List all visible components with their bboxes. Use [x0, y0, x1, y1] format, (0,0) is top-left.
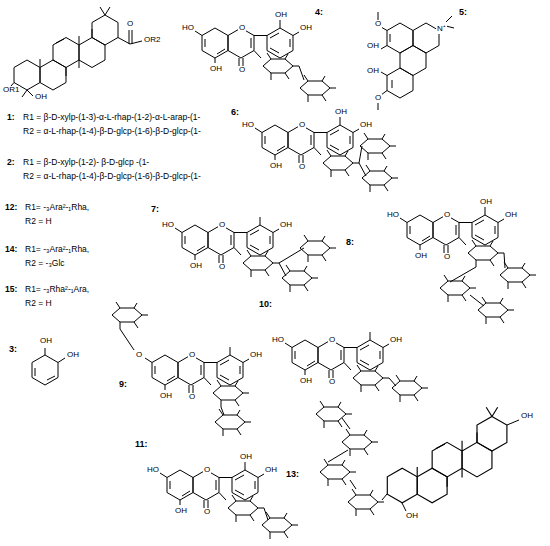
atom-label: O: [218, 221, 226, 230]
atom-label: HO: [181, 24, 195, 33]
compound-number: 15:: [4, 285, 18, 294]
compound-number: 6:: [230, 108, 240, 118]
compound-number: 10:: [258, 300, 273, 310]
atom-label: O: [374, 94, 382, 103]
atom-label: OH: [189, 262, 203, 271]
substituent-text: R1= -₃Rha²-₁Ara,: [24, 285, 90, 294]
atom-label: O: [443, 253, 451, 262]
atom-label: O: [328, 378, 336, 387]
atom-label: OH: [209, 65, 223, 74]
atom-label: OH: [334, 108, 348, 117]
compound-number: 4:: [314, 8, 324, 18]
compound-number: 1:: [6, 113, 16, 122]
atom-label: O: [218, 263, 226, 272]
atom-label: OH: [269, 162, 283, 171]
atom-label: HO: [146, 466, 160, 475]
substituent-text: R1= -₃Ara²-₁Rha,: [24, 203, 90, 212]
compound-number: 2:: [6, 158, 16, 167]
atom-label: O: [135, 351, 143, 360]
atom-label: O: [203, 466, 211, 475]
atom-label: OH: [359, 121, 373, 130]
atom-label: OH: [274, 11, 288, 20]
atom-label: OH: [174, 507, 188, 516]
atom-label: OR1: [2, 86, 20, 95]
substituent-text: R1 = β-D-xylp-(1-3)-α-L-rhap-(1-2)-α-L-a…: [22, 113, 201, 122]
compound-number: 11:: [134, 440, 149, 450]
atom-label: OH: [239, 453, 253, 462]
atom-label: N⁺: [436, 25, 447, 34]
atom-label: OH: [366, 67, 380, 76]
atom-label: OH: [39, 337, 53, 346]
atom-label: O: [188, 393, 196, 402]
atom-label: O: [298, 121, 306, 130]
compound-number: 7:: [150, 205, 160, 215]
atom-label: O: [126, 20, 134, 29]
atom-label: OR2: [143, 36, 161, 45]
atom-label: O: [298, 163, 306, 172]
compound-number: 3:: [8, 345, 18, 355]
atom-label: OH: [34, 93, 48, 102]
atom-label: HO: [241, 121, 255, 130]
atom-label: OH: [479, 198, 493, 207]
atom-label: OH: [520, 412, 534, 421]
substituent-text: R2 = H: [24, 299, 53, 308]
atom-label: OH: [414, 252, 428, 261]
atom-label: O: [328, 336, 336, 345]
atom-label: OH: [366, 42, 380, 51]
substituent-text: R2 = α-L-rhap-(1-4)-β-D-glcp-(1-6)-β-D-g…: [22, 127, 202, 136]
atom-label: OH: [504, 211, 518, 220]
atom-label: O: [188, 351, 196, 360]
atom-label: HO: [271, 336, 285, 345]
atom-label: HO: [386, 211, 400, 220]
atom-label: OH: [389, 336, 403, 345]
atom-label: OH: [279, 221, 293, 230]
compound-number: 12:: [4, 203, 18, 212]
compound-number: 14:: [4, 245, 18, 254]
atom-label: OH: [66, 351, 80, 360]
substituent-text: R1 = β-D-xylp-(1-2)- β-D-glcp -(1-: [22, 158, 150, 167]
atom-label: O: [374, 20, 382, 29]
atom-label: HO: [161, 221, 175, 230]
atom-label: O: [203, 508, 211, 517]
compound-number: 8:: [345, 238, 355, 248]
atom-label: OH: [249, 351, 263, 360]
substituent-text: R2 = H: [24, 217, 53, 226]
compound-number: 13:: [285, 470, 300, 480]
substituent-text: R2 = -₃Glc: [24, 259, 66, 268]
atom-label: O: [238, 24, 246, 33]
atom-label: OH: [299, 377, 313, 386]
compound-number: 5:: [458, 8, 468, 18]
atom-label: O: [443, 211, 451, 220]
atom-label: OH: [405, 512, 419, 521]
atom-label: O: [238, 66, 246, 75]
atom-label: OH: [264, 466, 278, 475]
compound-number: 9:: [118, 380, 128, 390]
atom-label: OH: [299, 24, 313, 33]
substituent-text: R2 = α-L-rhap-(1-4)-β-D-glcp-(1-6)-β-D-g…: [22, 172, 202, 181]
substituent-text: R1= -₃Ara²-₁Rha,: [24, 245, 90, 254]
atom-label: OH: [159, 392, 173, 401]
